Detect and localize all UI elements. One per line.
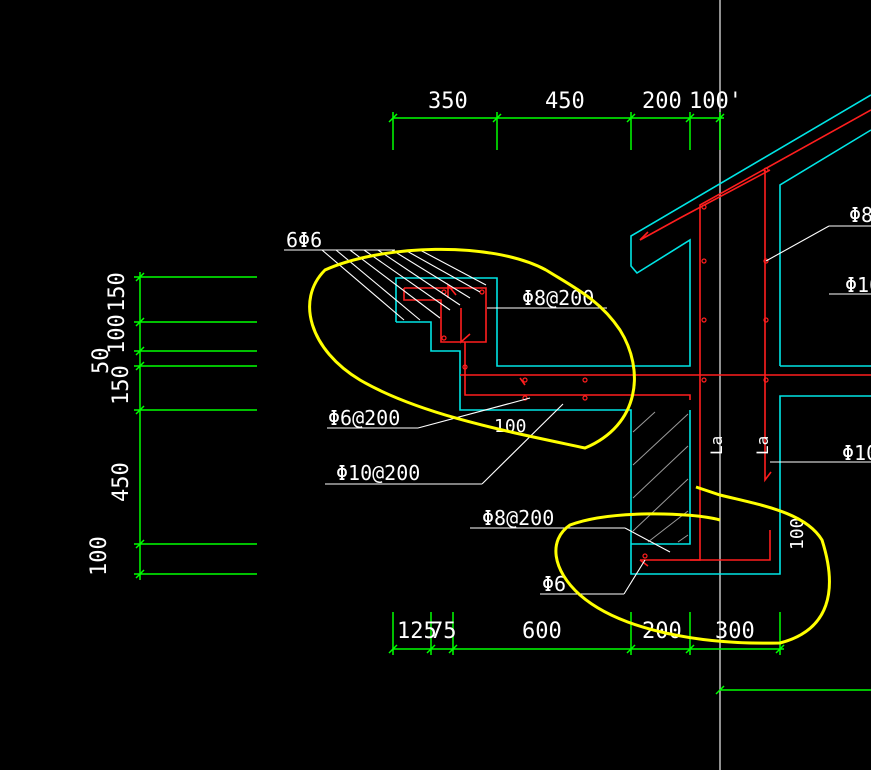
leader-lines: [284, 225, 871, 595]
anchorage-label-la-left: La: [707, 436, 726, 455]
top-dim-450: 450: [545, 89, 585, 114]
top-dim-200: 200: [642, 89, 682, 114]
label-phi10-at-200: Φ10@200: [336, 461, 420, 485]
label-6phi6: 6Φ6: [286, 228, 322, 252]
bottom-dim-125: 125: [397, 619, 437, 644]
rebar-dots: [441, 167, 769, 559]
yellow-markup-circle-bottom: [554, 485, 831, 645]
yellow-markup-circle-top: [308, 247, 636, 450]
top-dim-100: 100': [689, 89, 742, 114]
label-right-phi10-a: Φ10: [845, 273, 871, 297]
label-phi6-at-200: Φ6@200: [328, 406, 400, 430]
bottom-dim-300: 300: [715, 619, 755, 644]
bottom-dim-75: 75: [430, 619, 457, 644]
left-dim-100-bottom: 100: [87, 536, 112, 576]
rebar-lines: [403, 109, 871, 567]
top-dimension-chain: [388, 112, 725, 150]
inner-dim-100-left: 100: [494, 416, 527, 437]
anchorage-label-la-right: La: [753, 436, 772, 455]
inner-dim-100-right: 100: [787, 517, 808, 550]
concrete-outline: [395, 94, 871, 575]
left-dim-50: 50: [89, 348, 114, 375]
bottom-dim-600: 600: [522, 619, 562, 644]
top-dim-350: 350: [428, 89, 468, 114]
left-dim-150-mid: 150: [109, 365, 134, 405]
wall-hatch: [632, 411, 689, 543]
label-phi8-at-200-top: Φ8@200: [522, 286, 594, 310]
left-dimension-chain: [134, 272, 257, 580]
left-dim-150-top: 150: [105, 272, 130, 312]
label-phi8-at-200-bottom: Φ8@200: [482, 506, 554, 530]
label-right-phi8: Φ8: [849, 203, 871, 227]
left-dim-100: 100: [105, 314, 130, 354]
bottom-dimension-chain: [388, 612, 871, 695]
left-dim-450: 450: [109, 462, 134, 502]
label-right-phi10-b: Φ10: [842, 441, 871, 465]
